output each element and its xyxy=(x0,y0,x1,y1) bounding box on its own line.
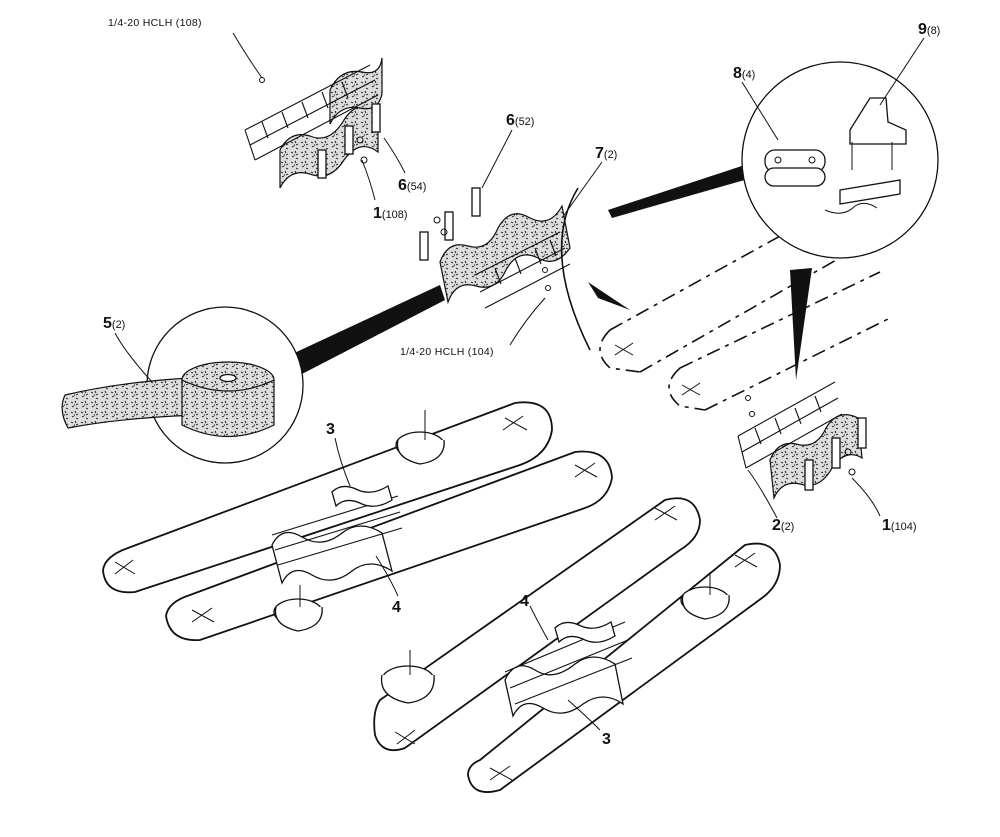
detail-circle-belt-roll xyxy=(61,285,445,464)
exploded-splice-center xyxy=(419,187,571,309)
knob-lower-left xyxy=(380,650,435,704)
splice-upper xyxy=(271,484,403,585)
callout-5: 5(2) xyxy=(103,315,125,332)
callout-9: 9(8) xyxy=(918,21,940,38)
leader-lines xyxy=(114,32,925,731)
exploded-splice-right xyxy=(737,381,867,501)
knob-top xyxy=(395,410,445,465)
callouts: 1/4-20 HCLH (108) 1/4-20 HCLH (104) 6(54… xyxy=(103,17,940,748)
callout-2: 2(2) xyxy=(772,517,794,534)
callout-8: 8(4) xyxy=(733,65,755,82)
belt-lower-left xyxy=(373,497,701,752)
callout-1a: 1(108) xyxy=(373,205,408,222)
exploded-splice-top-left xyxy=(244,57,383,189)
callout-3b: 3 xyxy=(602,731,611,748)
callout-1b: 1(104) xyxy=(882,517,917,534)
note-hclh-108: 1/4-20 HCLH (108) xyxy=(108,17,202,29)
splice-lower xyxy=(504,620,633,718)
callout-4b: 4 xyxy=(520,593,529,610)
callout-4a: 4 xyxy=(392,599,401,616)
knob-lower-right xyxy=(680,572,730,620)
callout-7: 7(2) xyxy=(595,145,617,162)
callout-3a: 3 xyxy=(326,421,335,438)
knob-mid-left xyxy=(273,585,323,632)
callout-6b: 6(52) xyxy=(506,112,534,129)
callout-6a: 6(54) xyxy=(398,177,426,194)
detail-circle-chain-links xyxy=(560,61,939,380)
note-hclh-104: 1/4-20 HCLH (104) xyxy=(400,346,494,358)
belt-upper-right xyxy=(165,450,613,641)
